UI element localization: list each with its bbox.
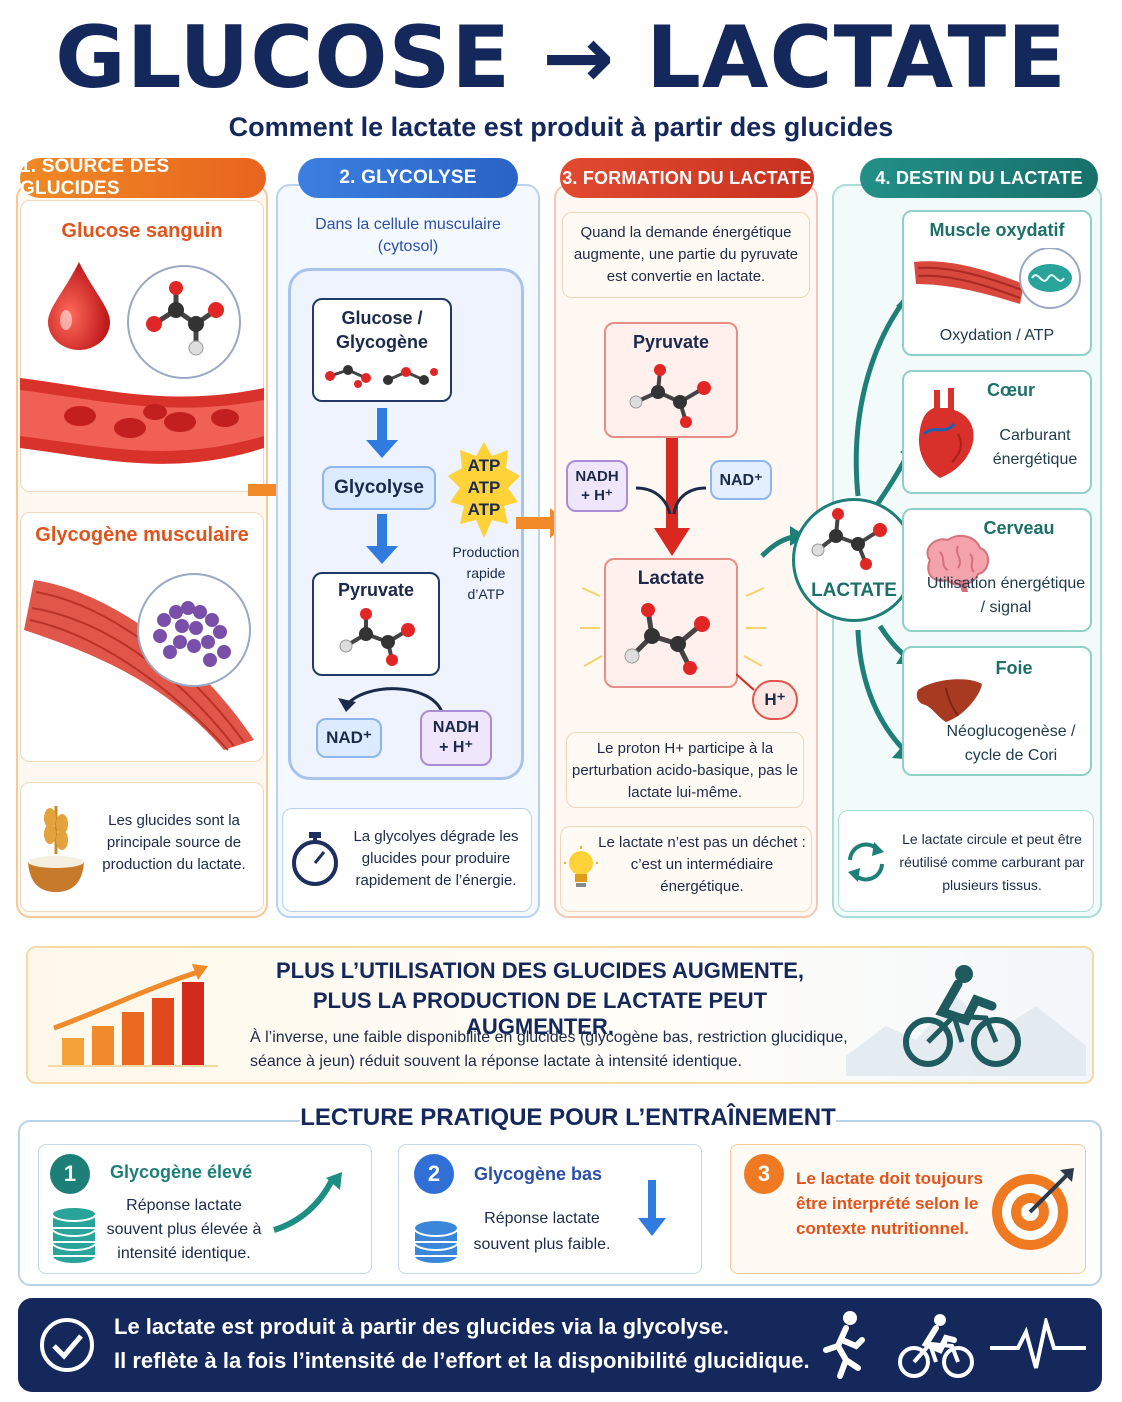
banner-heading-line1: PLUS L’UTILISATION DES GLUCIDES AUGMENTE… bbox=[275, 958, 805, 983]
cyclist-icon bbox=[846, 965, 1086, 1076]
pyruvate-molecule-icon bbox=[339, 608, 415, 666]
node-pyruvate-glycolysis bbox=[312, 572, 440, 676]
database-low-icon bbox=[413, 1219, 459, 1265]
node-lactate-label: Lactate bbox=[637, 568, 705, 589]
node-glycolysis: Glycolyse bbox=[322, 466, 436, 510]
database-high-icon bbox=[51, 1206, 97, 1265]
practice-body-1: Réponse lactate souvent plus élevée à in… bbox=[106, 1197, 262, 1262]
rising-bars-icon bbox=[48, 964, 218, 1067]
lactate-molecule-icon bbox=[624, 603, 710, 675]
atp-burst-icon bbox=[448, 442, 520, 538]
check-circle-icon bbox=[40, 1318, 94, 1372]
formation-intro-card bbox=[562, 212, 810, 298]
practice-title-1: Glycogène élevé bbox=[110, 1162, 253, 1182]
brain-icon bbox=[926, 534, 989, 592]
runner-icon bbox=[823, 1311, 865, 1379]
recycle-icon bbox=[848, 842, 884, 882]
practice-number-2: 2 bbox=[414, 1154, 454, 1194]
blood-glucose-label: Glucose sanguin bbox=[61, 220, 223, 242]
banner-heading-line2: PLUS LA PRODUCTION DE LACTATE PEUT AUGME… bbox=[312, 988, 768, 1039]
practice-title-2: Glycogène bas bbox=[474, 1164, 603, 1184]
tab-glycolysis: 2. GLYCOLYSE bbox=[298, 158, 518, 198]
fate-sub-brain: Utilisation énergétique / signal bbox=[926, 575, 1086, 616]
glucose-molecule-icon bbox=[127, 265, 241, 379]
muscle-icon bbox=[24, 573, 254, 751]
fate-note-card bbox=[838, 810, 1094, 912]
tab-source: 1. SOURCE DES GLUCIDES bbox=[20, 156, 266, 199]
liver-icon bbox=[916, 679, 982, 722]
page-title: GLUCOSE → LACTATE bbox=[55, 8, 1067, 108]
proton-note-text: Le proton H+ participe à la perturbation… bbox=[572, 740, 798, 801]
fate-sub-oxidative-muscle: Oxydation / ATP bbox=[939, 327, 1055, 344]
fate-note-text: Le lactate circule et peut être réutilis… bbox=[899, 831, 1085, 893]
fate-sub-liver: Néoglucogenèse / cycle de Cori bbox=[946, 723, 1076, 764]
atp-caption: Production rapide d’ATP bbox=[452, 544, 520, 602]
node-lactate bbox=[604, 558, 738, 688]
source-note-text: Les glucides sont la principale source d… bbox=[102, 812, 246, 873]
formation-intro-text: Quand la demande énergétique augmente, u… bbox=[573, 224, 799, 285]
pyruvate-molecule-2-icon bbox=[629, 364, 711, 428]
footer-line-1: Le lactate est produit à partir des gluc… bbox=[114, 1314, 730, 1339]
fate-title-oxidative-muscle: Muscle oxydatif bbox=[929, 220, 1065, 240]
nad-badge-glycolysis: NAD⁺ bbox=[316, 718, 382, 758]
heart-icon bbox=[918, 388, 974, 478]
grain-bowl-icon bbox=[28, 806, 84, 892]
red-conversion-arrow-icon bbox=[635, 438, 707, 556]
lightbulb-icon bbox=[564, 846, 598, 887]
glucose-mini-molecule-icon bbox=[325, 365, 438, 388]
node-pyruvate-formation-label: Pyruvate bbox=[632, 332, 710, 352]
banner-body-text: À l’inverse, une faible disponibilité en… bbox=[250, 1029, 848, 1070]
stopwatch-icon bbox=[292, 832, 338, 886]
down-arrow-1-icon bbox=[366, 408, 398, 458]
fate-sub-heart: Carburant énergétique bbox=[992, 427, 1078, 468]
footer-line-2: Il reflète à la fois l’intensité de l’ef… bbox=[114, 1348, 810, 1373]
tab-lactate-formation: 3. FORMATION DU LACTATE bbox=[560, 158, 814, 198]
muscle-glycogen-label: Glycogène musculaire bbox=[35, 524, 249, 546]
target-icon bbox=[992, 1168, 1074, 1250]
nadh-badge-formation: NADH + H⁺ bbox=[566, 460, 628, 512]
lactate-hub-label: LACTATE bbox=[811, 580, 897, 601]
oxidative-muscle-icon bbox=[914, 248, 1081, 309]
proton-link-icon bbox=[736, 673, 755, 691]
lactate-hub-molecule-icon bbox=[811, 508, 887, 570]
node-glucose-glycogen-label: Glucose / Glycogène bbox=[335, 308, 429, 352]
blood-vessel-icon bbox=[20, 378, 264, 464]
practice-number-3: 3 bbox=[744, 1154, 784, 1194]
proton-badge: H⁺ bbox=[752, 680, 798, 720]
practice-heading: LECTURE PRATIQUE POUR L’ENTRAÎNEMENT bbox=[300, 1104, 836, 1132]
atp-label-1: ATP bbox=[467, 456, 501, 475]
page-subtitle: Comment le lactate est produit à partir … bbox=[228, 112, 894, 142]
formation-note-text: Le lactate n’est pas un déchet : c’est u… bbox=[598, 834, 806, 895]
nad-badge-formation: NAD⁺ bbox=[710, 460, 772, 500]
node-pyruvate-glycolysis-label: Pyruvate bbox=[337, 580, 415, 600]
arrow-down-icon bbox=[638, 1180, 666, 1236]
nadh-badge-glycolysis: NADH + H⁺ bbox=[420, 710, 492, 766]
proton-note-card bbox=[566, 732, 804, 808]
practice-number-1: 1 bbox=[50, 1154, 90, 1194]
practice-body-2: Réponse lactate souvent plus faible. bbox=[473, 1210, 611, 1253]
node-pyruvate-formation bbox=[604, 322, 738, 438]
tab-lactate-fate: 4. DESTIN DU LACTATE bbox=[860, 158, 1098, 198]
lactate-glow-icon bbox=[580, 587, 766, 667]
heartbeat-icon bbox=[990, 1318, 1086, 1369]
practice-title-3: Le lactate doit toujours être interprété… bbox=[796, 1169, 984, 1238]
atp-label-3: ATP bbox=[467, 500, 501, 519]
glycolysis-note-card bbox=[282, 808, 532, 912]
node-glucose-glycogen bbox=[312, 298, 452, 402]
trend-up-icon bbox=[273, 1172, 342, 1233]
nad-cycle-arrow-icon bbox=[338, 687, 444, 713]
blood-drop-icon bbox=[48, 262, 110, 350]
down-arrow-2-icon bbox=[366, 514, 398, 564]
bike-icon bbox=[898, 1314, 974, 1378]
cell-location-label: Dans la cellule musculaire (cytosol) bbox=[315, 216, 501, 255]
fate-title-heart: Cœur bbox=[987, 380, 1035, 400]
formation-note-card bbox=[560, 826, 812, 912]
atp-label-2: ATP bbox=[467, 478, 501, 497]
fate-title-liver: Foie bbox=[995, 658, 1033, 678]
glycolysis-note-text: La glycolyes dégrade les glucides pour p… bbox=[353, 828, 519, 889]
fate-title-brain: Cerveau bbox=[983, 518, 1055, 538]
footer-summary bbox=[18, 1298, 1102, 1392]
